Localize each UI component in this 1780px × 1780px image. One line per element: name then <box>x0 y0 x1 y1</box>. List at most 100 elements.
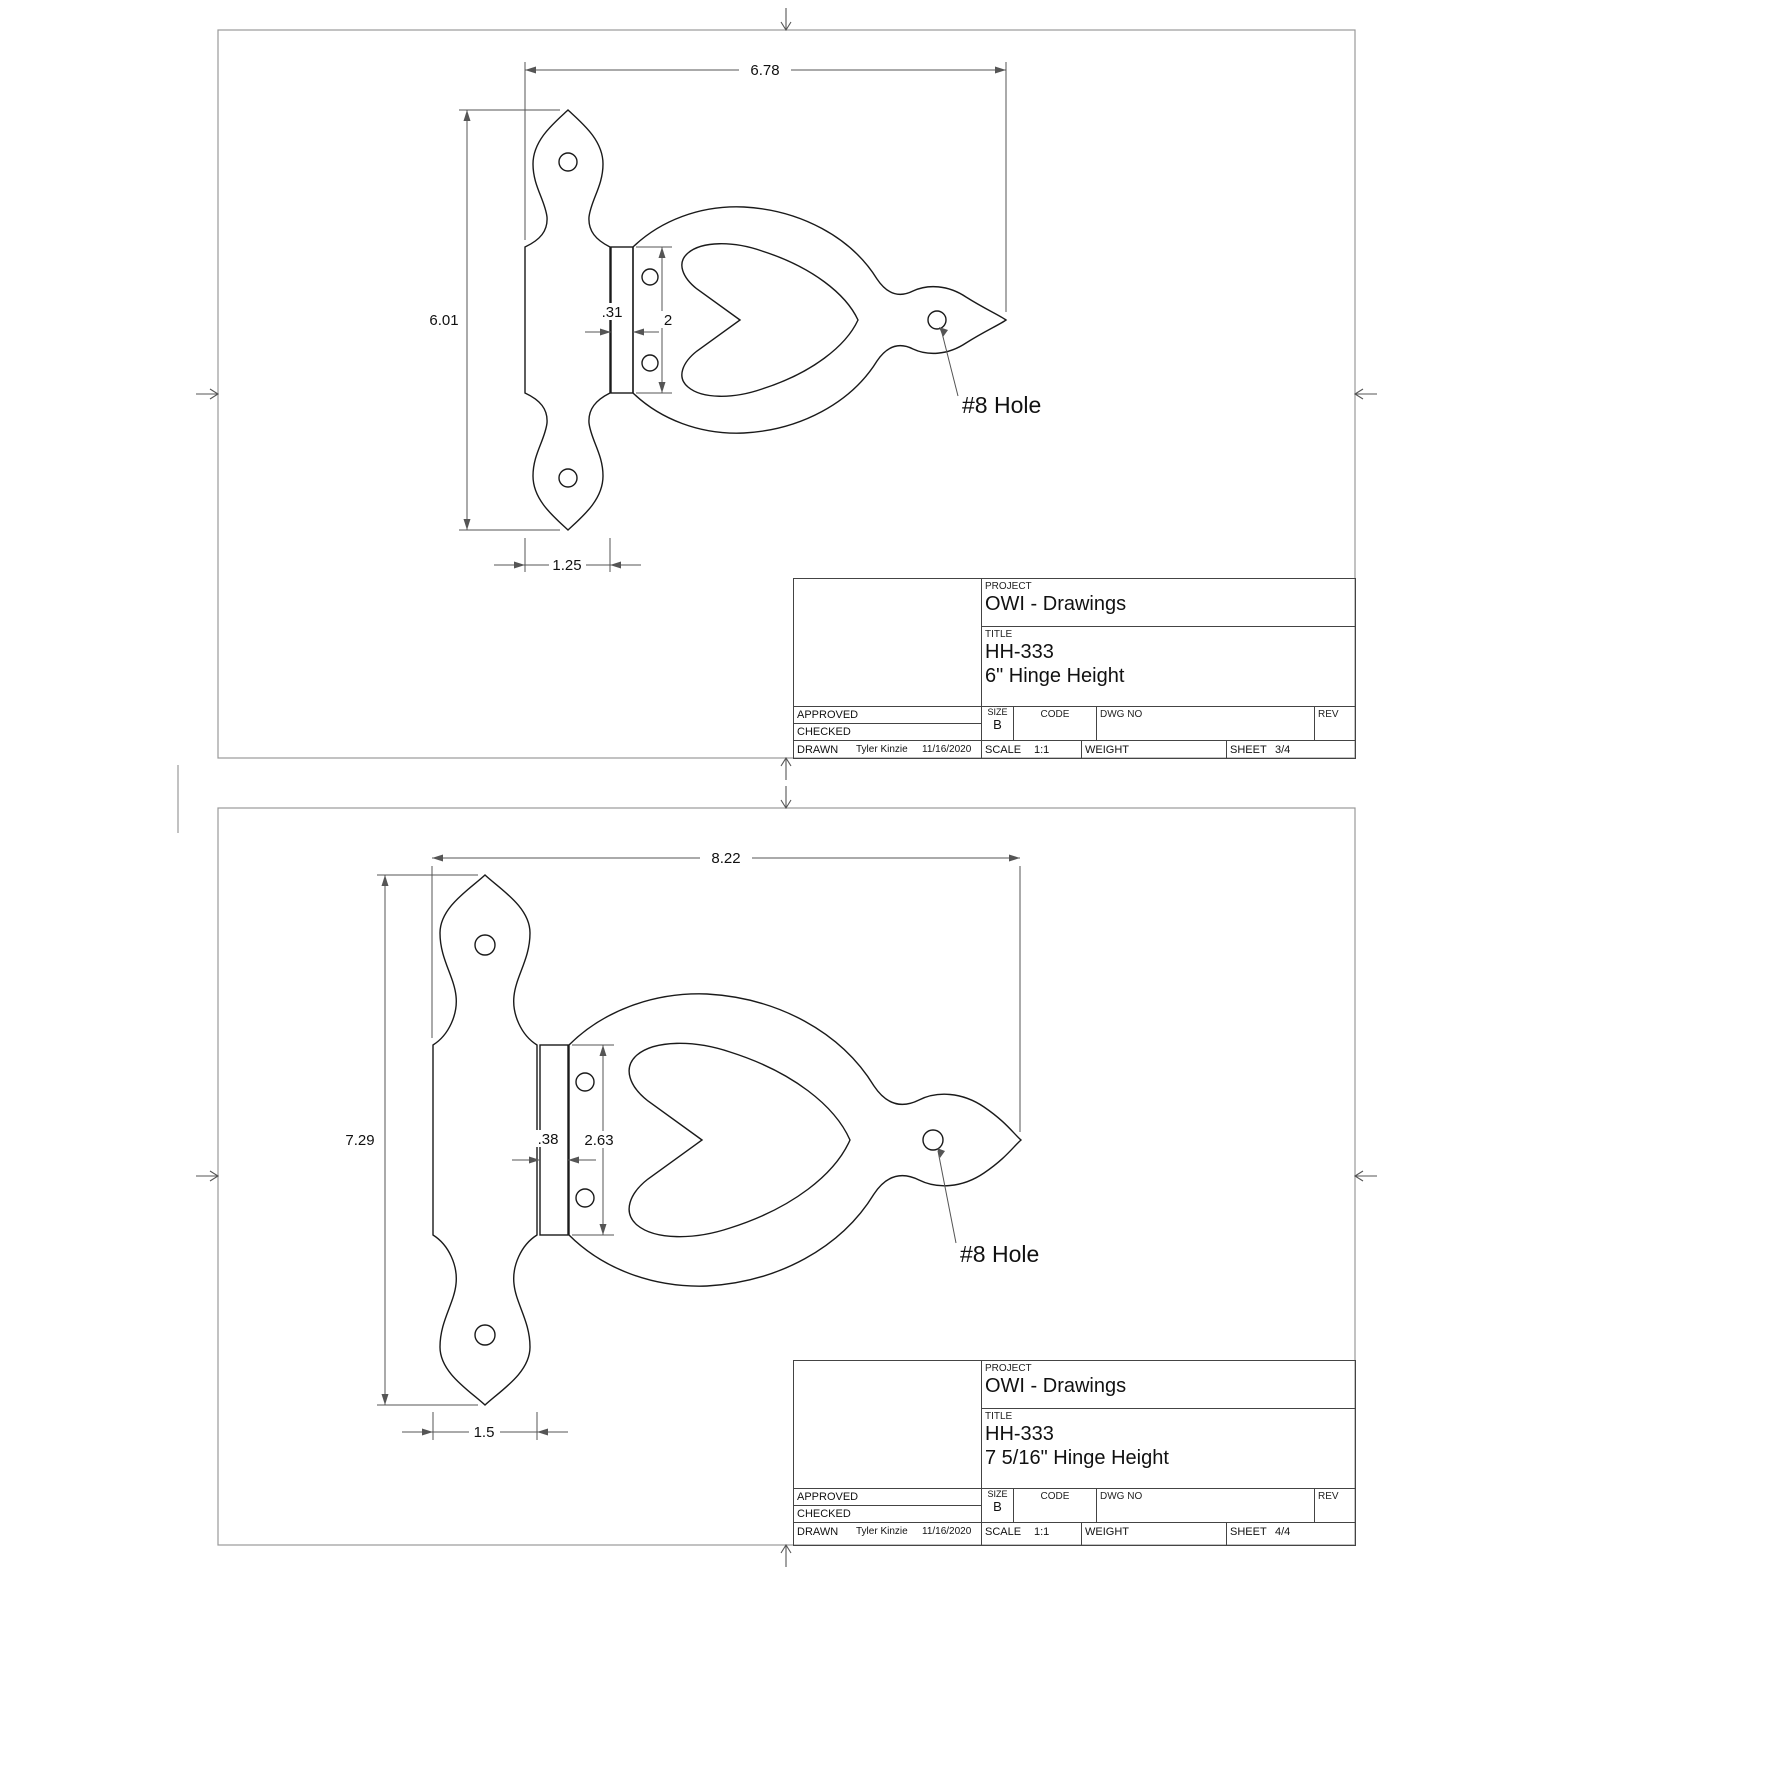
dim-overall-width-text: 8.22 <box>711 850 740 867</box>
dim-knuckle-width <box>512 1130 596 1164</box>
scale-label: SCALE <box>985 744 1022 756</box>
title-cell: TITLE HH-333 6" Hinge Height <box>981 626 1355 706</box>
heart-cutout <box>681 243 859 397</box>
size-cell: SIZE B <box>981 706 1013 740</box>
drawn-row: DRAWN Tyler Kinzie 11/16/2020 <box>794 740 981 758</box>
drawn-by: Tyler Kinzie <box>856 1526 908 1537</box>
dim-knuckle-width <box>585 303 659 336</box>
title-cell: TITLE HH-333 7 5/16" Hinge Height <box>981 1408 1355 1488</box>
size-label: SIZE <box>987 1489 1008 1499</box>
hole-callout-leader <box>939 327 959 397</box>
code-label: CODE <box>1040 1491 1070 1502</box>
drawn-label: DRAWN <box>797 744 839 756</box>
dim-strap-width <box>402 1412 568 1440</box>
centering-marks-sheet2 <box>196 786 1377 1567</box>
sheet-label: SHEET <box>1230 1526 1267 1538</box>
code-label: CODE <box>1040 709 1070 720</box>
logo-cell <box>794 579 981 706</box>
dim-overall-height <box>459 109 560 531</box>
size-value: B <box>993 1499 1002 1514</box>
screw-hole-end <box>922 1129 944 1151</box>
heart-cutout <box>628 1042 851 1238</box>
approved-row: APPROVED <box>794 1488 981 1505</box>
dim-overall-height-text: 7.29 <box>345 1132 374 1149</box>
weight-label: WEIGHT <box>1085 1526 1129 1538</box>
screw-hole-upper-mid <box>575 1072 595 1092</box>
sheet1-hinge-drawing <box>524 109 1008 531</box>
approved-row: APPROVED <box>794 706 981 723</box>
checked-row: CHECKED <box>794 1505 981 1522</box>
checked-row: CHECKED <box>794 723 981 740</box>
weight-label: WEIGHT <box>1085 744 1129 756</box>
sheet-label: SHEET <box>1230 744 1267 756</box>
screw-hole-top <box>558 152 578 172</box>
title-line2: 7 5/16" Hinge Height <box>985 1447 1169 1469</box>
rev-label: REV <box>1318 1491 1339 1502</box>
code-cell: CODE <box>1013 706 1096 740</box>
title-label: TITLE <box>985 629 1013 640</box>
title-label: TITLE <box>985 1411 1013 1422</box>
hinge-right-strap <box>632 206 1008 434</box>
title-line2: 6" Hinge Height <box>985 665 1125 687</box>
size-cell: SIZE B <box>981 1488 1013 1522</box>
dim-overall-height-text: 6.01 <box>429 312 458 329</box>
dim-attach-height <box>636 246 677 394</box>
centering-marks-sheet1 <box>196 8 1377 780</box>
project-cell: PROJECT OWI - Drawings <box>981 579 1355 626</box>
rev-cell: REV <box>1314 706 1355 740</box>
dwgno-cell: DWG NO <box>1096 706 1314 740</box>
drawn-date: 11/16/2020 <box>922 744 972 755</box>
scale-label: SCALE <box>985 1526 1022 1538</box>
rev-label: REV <box>1318 709 1339 720</box>
logo-cell <box>794 1361 981 1488</box>
weight-cell: WEIGHT <box>1081 740 1226 758</box>
scale-cell: SCALE 1:1 <box>981 740 1081 758</box>
sheet1-dimensions: 6.78 6.01 1.25 .31 <box>429 61 1041 574</box>
drawn-by: Tyler Kinzie <box>856 744 908 755</box>
drawn-row: DRAWN Tyler Kinzie 11/16/2020 <box>794 1522 981 1545</box>
dim-knuckle-width-text: .31 <box>602 304 623 321</box>
title-block-sheet1: PROJECT OWI - Drawings TITLE HH-333 6" H… <box>793 578 1356 759</box>
drawn-label: DRAWN <box>797 1526 839 1538</box>
size-label: SIZE <box>987 707 1008 717</box>
project-cell: PROJECT OWI - Drawings <box>981 1361 1355 1408</box>
hole-callout-leader <box>937 1148 957 1244</box>
sheet-cell: SHEET 4/4 <box>1226 1522 1355 1545</box>
screw-hole-lower-mid <box>641 354 659 372</box>
size-value: B <box>993 717 1002 732</box>
title-block-sheet2: PROJECT OWI - Drawings TITLE HH-333 7 5/… <box>793 1360 1356 1546</box>
project-label: PROJECT <box>985 581 1032 592</box>
hole-callout-text: #8 Hole <box>962 392 1041 418</box>
hinge-left-strap <box>524 109 611 531</box>
project-label: PROJECT <box>985 1363 1032 1374</box>
sheet2-dimensions: 8.22 7.29 1.5 .38 <box>345 849 1039 1441</box>
screw-hole-bottom <box>474 1324 496 1346</box>
dim-attach-height-text: 2.63 <box>584 1132 613 1149</box>
sheet-value: 4/4 <box>1275 1526 1291 1538</box>
dim-overall-height <box>377 874 478 1406</box>
screw-hole-upper-mid <box>641 268 659 286</box>
dim-overall-width-text: 6.78 <box>750 62 779 79</box>
weight-cell: WEIGHT <box>1081 1522 1226 1545</box>
hinge-right-strap <box>568 993 1023 1287</box>
dim-knuckle-width-text: .38 <box>538 1131 559 1148</box>
sheet-cell: SHEET 3/4 <box>1226 740 1355 758</box>
dim-strap-width-text: 1.5 <box>474 1424 495 1441</box>
title-line1: HH-333 <box>985 641 1054 663</box>
dwgno-label: DWG NO <box>1100 1491 1143 1502</box>
scale-value: 1:1 <box>1034 1526 1050 1538</box>
dim-strap-width <box>494 538 641 573</box>
project-value: OWI - Drawings <box>985 1375 1127 1397</box>
screw-hole-end <box>927 310 947 330</box>
code-cell: CODE <box>1013 1488 1096 1522</box>
screw-hole-top <box>474 934 496 956</box>
dim-attach-height-text: 2 <box>664 312 672 329</box>
screw-hole-bottom <box>558 468 578 488</box>
hinge-left-strap <box>432 874 538 1406</box>
drawn-date: 11/16/2020 <box>922 1526 972 1537</box>
sheet-value: 3/4 <box>1275 744 1291 756</box>
dim-overall-width <box>524 61 1007 312</box>
scale-cell: SCALE 1:1 <box>981 1522 1081 1545</box>
screw-hole-lower-mid <box>575 1188 595 1208</box>
